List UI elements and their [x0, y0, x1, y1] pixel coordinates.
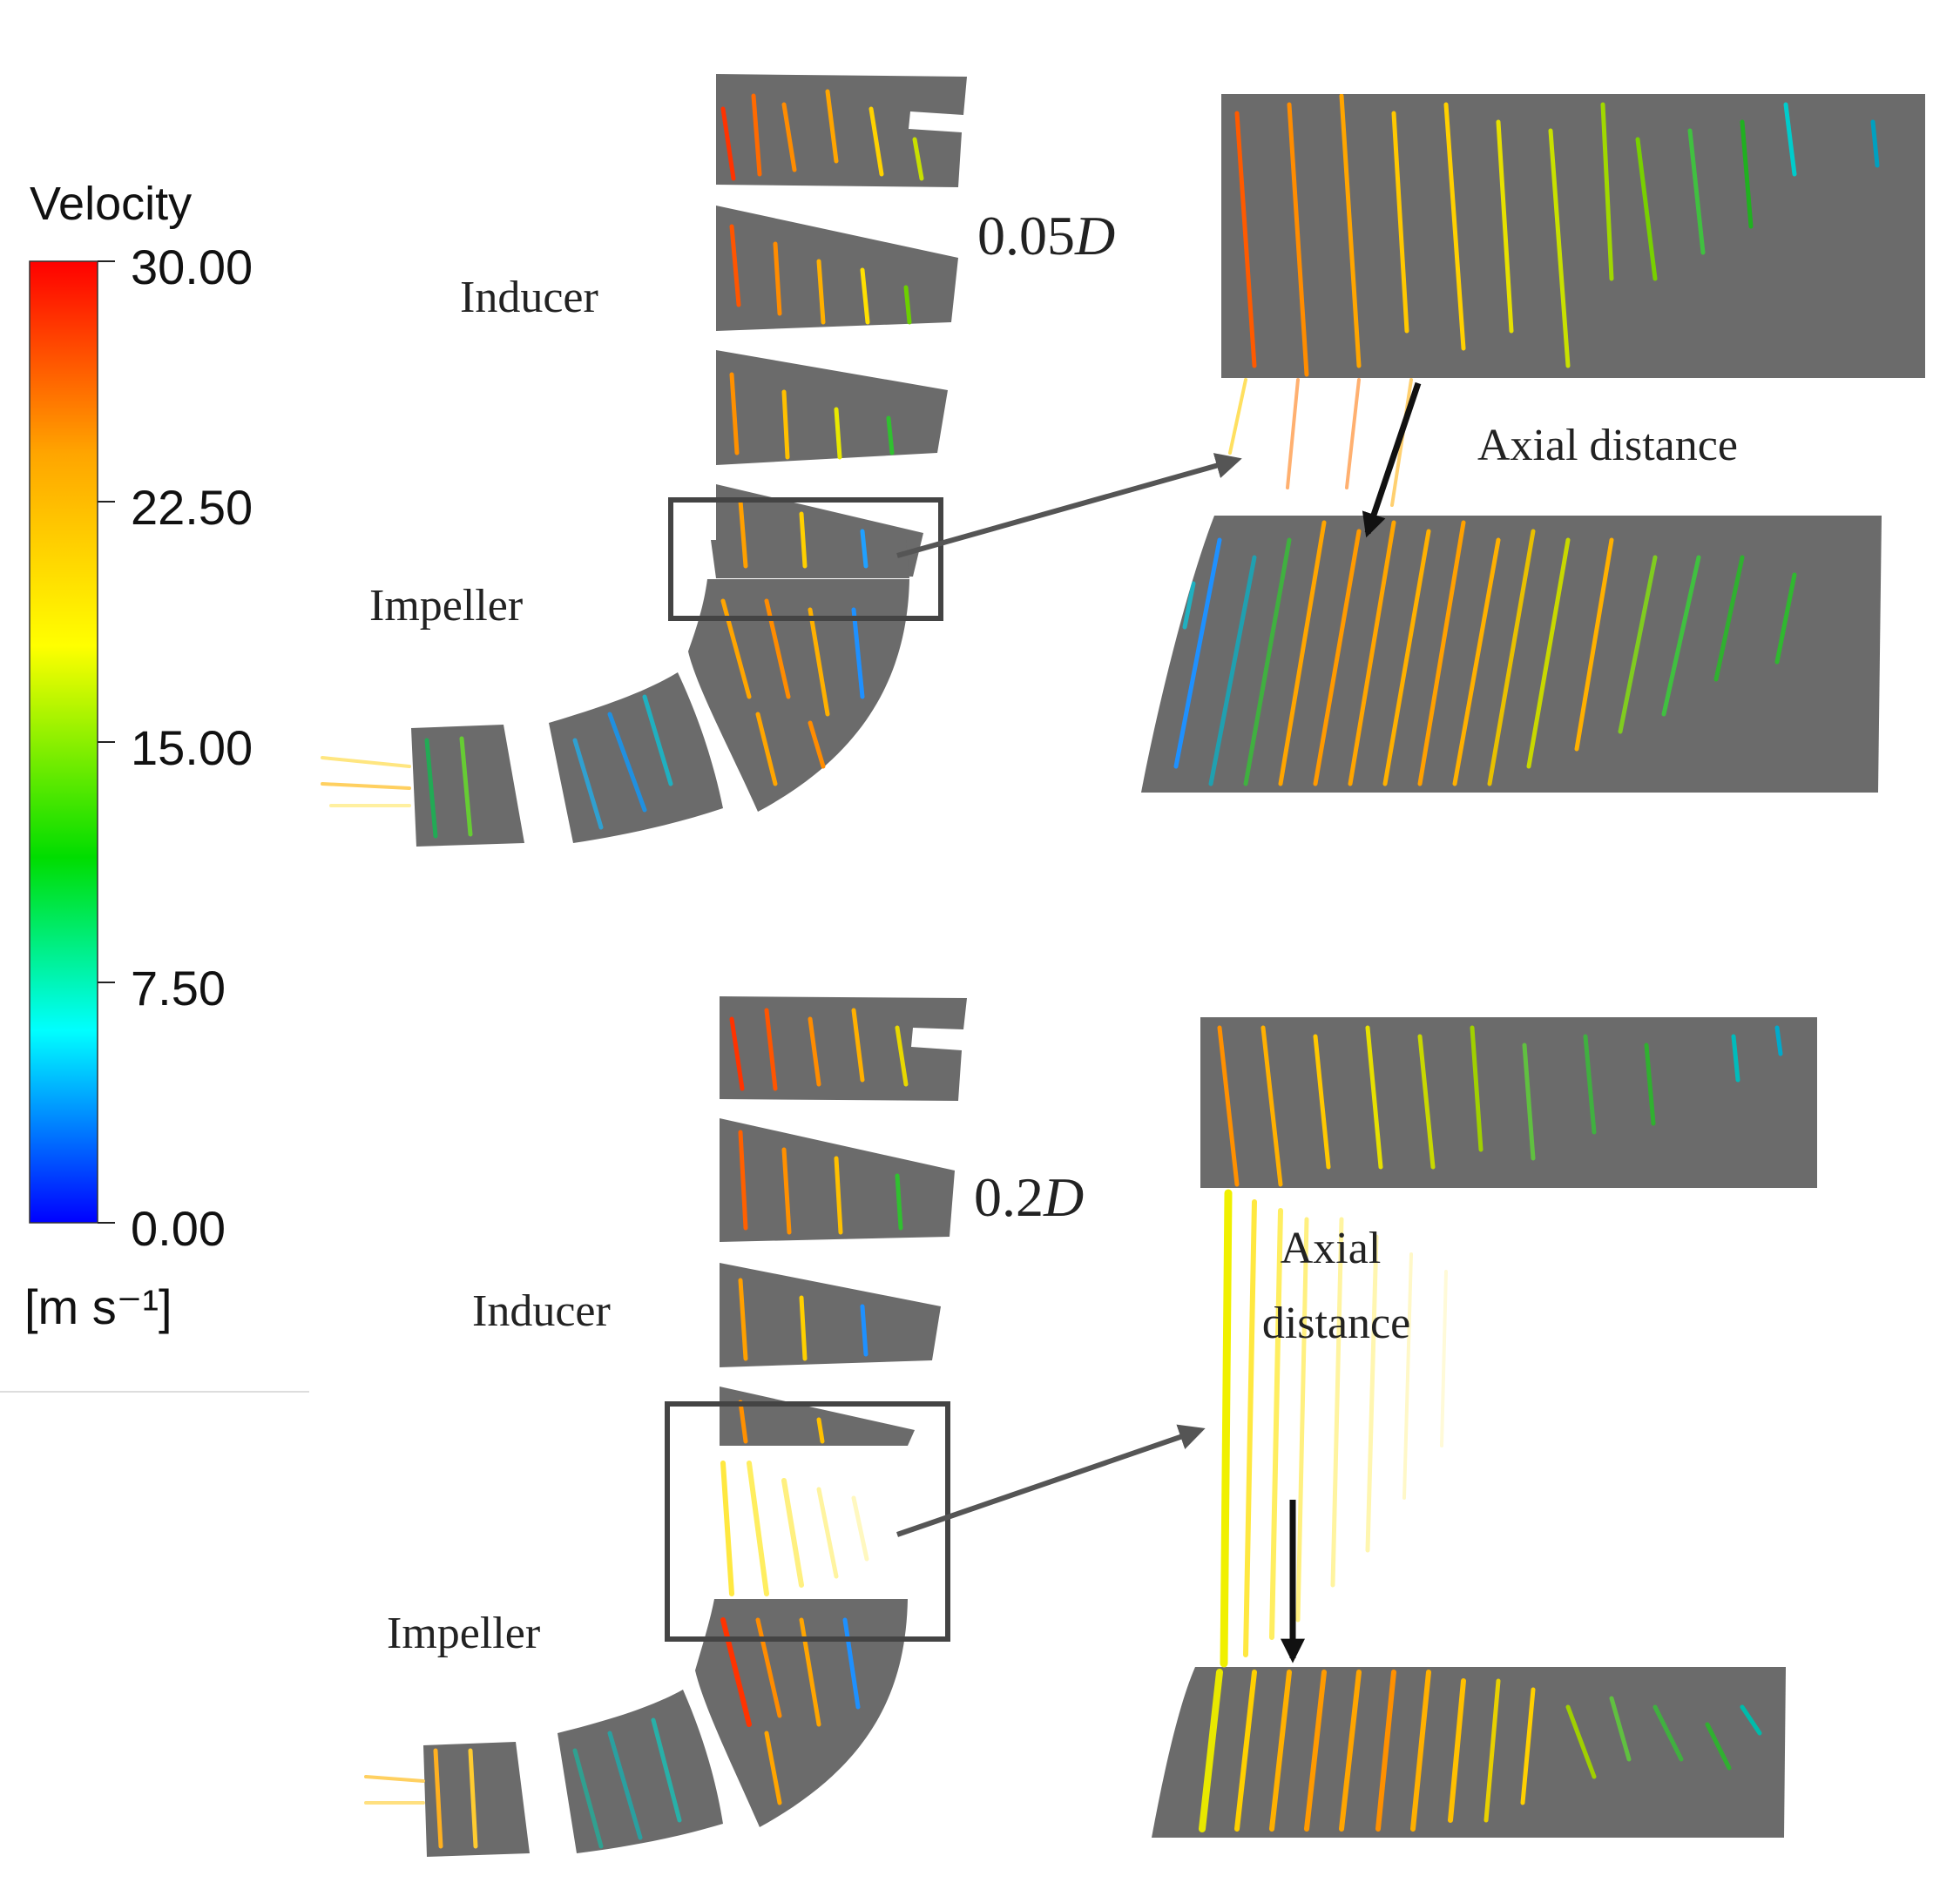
zoom-bottom-vectors [1199, 1669, 1762, 1832]
impeller-passage [423, 1599, 908, 1857]
impeller-label: Impeller [387, 1609, 540, 1658]
axial-gap-label: 0.2D [974, 1166, 1084, 1228]
legend-tick-label: 0.00 [131, 1201, 226, 1256]
legend-tick-label: 15.00 [131, 720, 253, 775]
zoom-gap-vectors [1220, 1189, 1448, 1668]
legend-ticks [98, 260, 115, 1224]
zoom-top-vectors [1234, 94, 1880, 377]
color-legend: Velocity 30.00 22.50 15.00 7.50 0.00 [m … [0, 178, 309, 1393]
gap-symbol: D [1043, 1166, 1084, 1228]
inducer-label: Inducer [472, 1286, 611, 1336]
zoom-inducer-block [1221, 94, 1925, 378]
axial-distance-line2: distance [1262, 1299, 1410, 1348]
panel-2-zoom: Axial distance [1152, 1017, 1817, 1838]
axial-distance-label: Axial distance [1477, 421, 1738, 470]
legend-title: Velocity [30, 178, 192, 230]
panel-1-zoom: Axial distance [1141, 94, 1925, 793]
gap-value: 0.05 [977, 205, 1075, 267]
zoom-top-vectors [1217, 1025, 1783, 1187]
legend-unit: [m s⁻¹] [24, 1279, 172, 1334]
legend-tick-label: 22.50 [131, 480, 253, 535]
zoom-inducer-block [1200, 1017, 1817, 1188]
gap-symbol: D [1074, 205, 1115, 267]
impeller-label: Impeller [369, 581, 523, 631]
zoom-gap-vectors [1228, 378, 1413, 507]
legend-tick-label: 7.50 [131, 961, 226, 1015]
gap-highlight-box [668, 497, 943, 621]
inducer-passage [720, 996, 967, 1446]
panel-2-overview: Inducer Impeller 0.2D [364, 996, 1206, 1857]
gap-value: 0.2 [974, 1166, 1044, 1228]
gap-highlight-box [665, 1401, 950, 1642]
velocity-vectors [321, 89, 924, 839]
legend-tick-label: 30.00 [131, 240, 253, 294]
panel-1-overview: Inducer Impeller 0.05D [321, 74, 1242, 847]
axial-distance-label: Axial distance [1262, 1224, 1410, 1348]
inducer-label: Inducer [460, 273, 598, 322]
axial-gap-label: 0.05D [977, 205, 1115, 267]
color-bar [29, 260, 98, 1224]
axial-distance-line1: Axial [1281, 1224, 1382, 1273]
zoom-pointer-arrow [896, 453, 1242, 558]
zoom-bottom-vectors [1173, 520, 1797, 786]
axial-distance-arrow [1362, 381, 1422, 538]
zoom-pointer-arrow [896, 1424, 1206, 1537]
